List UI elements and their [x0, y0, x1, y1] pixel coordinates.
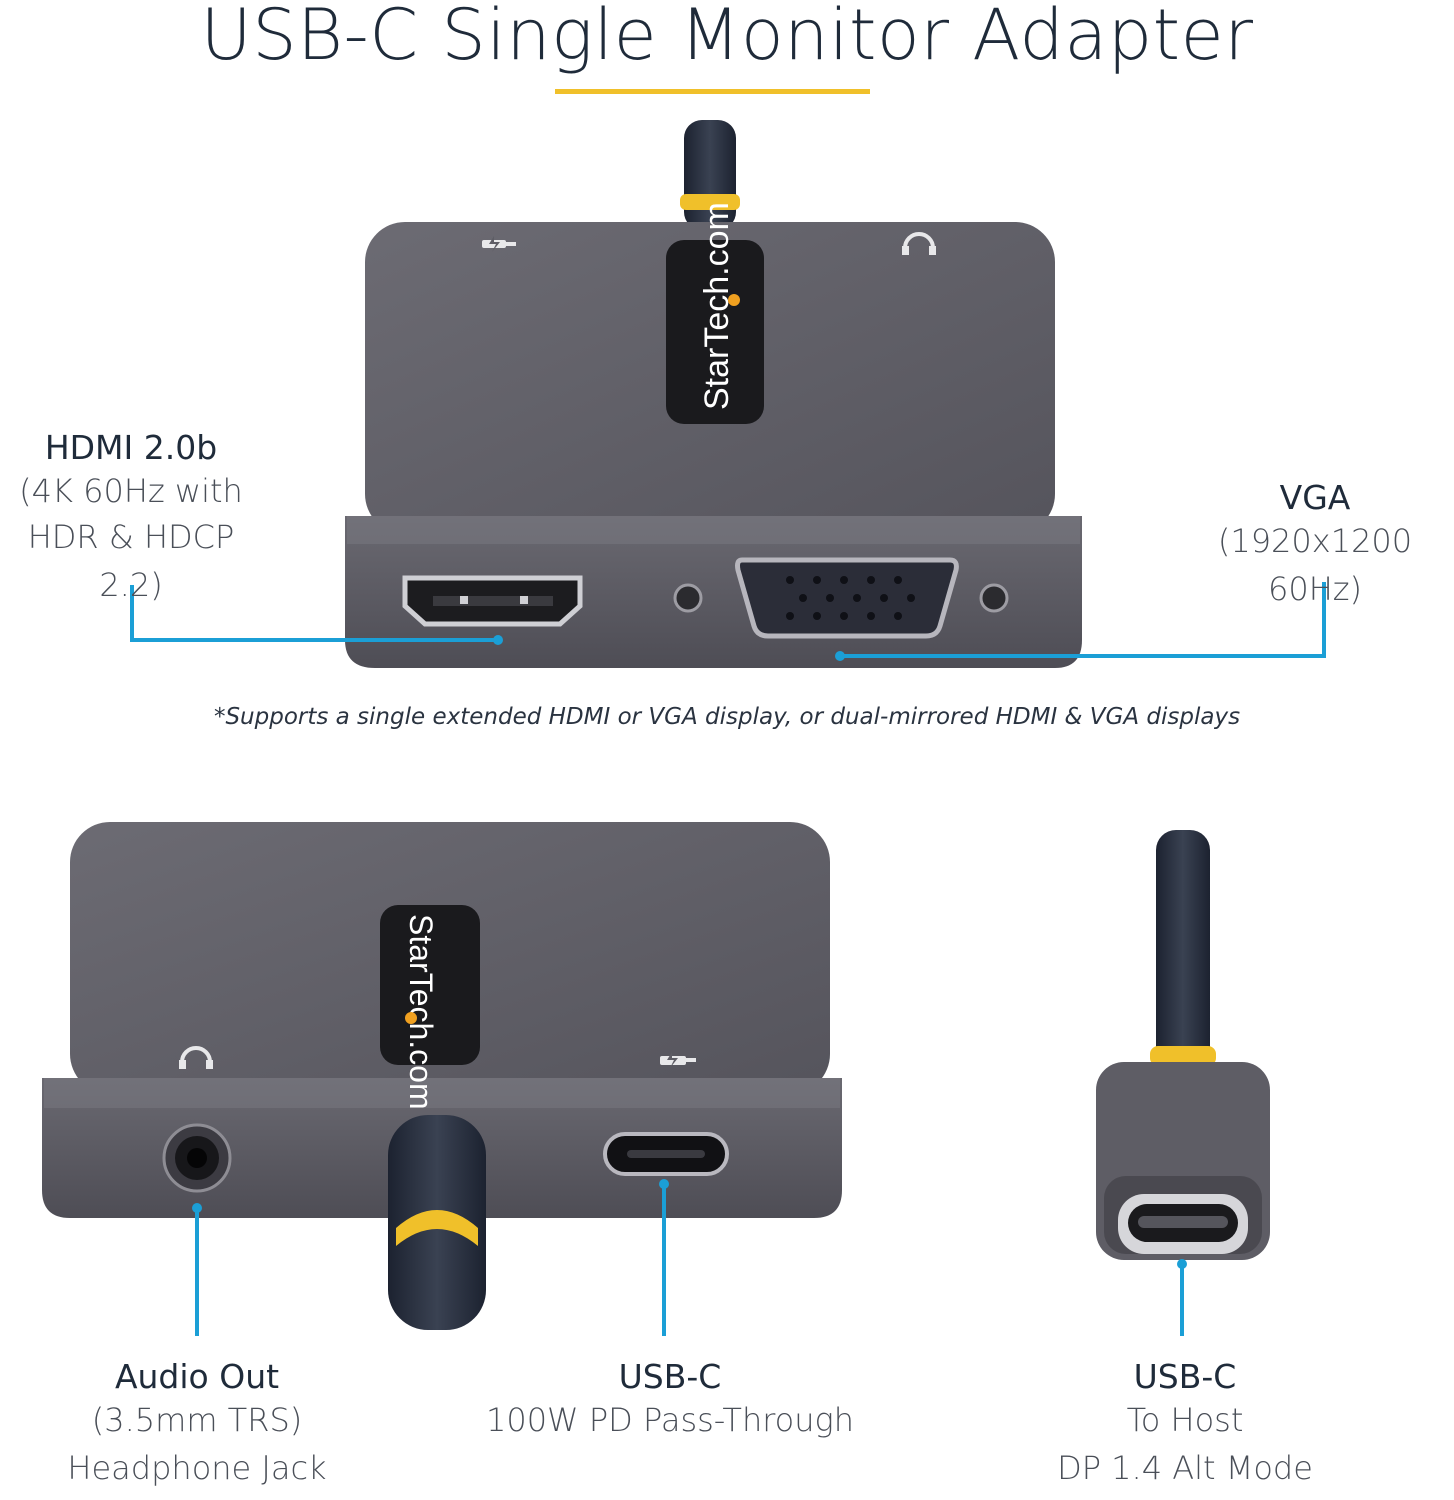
audio-label-title: Audio Out [114, 1357, 280, 1396]
hdmi-label: HDMI 2.0b (4K 60Hz with HDR & HDCP 2.2) [0, 428, 262, 609]
vga-callout-line [840, 582, 1326, 658]
support-note: *Supports a single extended HDMI or VGA … [213, 704, 1241, 730]
usbc-host-label-title: USB-C [1133, 1357, 1237, 1396]
hdmi-label-line-1: (4K 60Hz with [19, 472, 243, 510]
usbc-host-label-line-1: To Host [1126, 1401, 1244, 1439]
audio-label: Audio Out (3.5mm TRS) Headphone Jack [40, 1357, 354, 1492]
usbc-pd-port [603, 1132, 729, 1176]
hdmi-callout-line [130, 585, 498, 642]
usbc-host-label: USB-C To Host DP 1.4 Alt Mode [1030, 1357, 1340, 1492]
bottom-logo-text: StarTech.com [403, 914, 439, 1110]
audio-jack-port [162, 1123, 232, 1193]
top-logo-text: StarTech.com [698, 202, 736, 410]
top-adapter: StarTech.com [345, 120, 1082, 668]
audio-label-line-1: (3.5mm TRS) [91, 1401, 303, 1439]
vga-label-line-1: (1920x1200 60Hz) [1217, 522, 1413, 608]
top-cable-ring [680, 194, 740, 210]
vga-label: VGA (1920x1200 60Hz) [1176, 478, 1454, 613]
host-cable [1156, 830, 1210, 1070]
audio-label-line-2: Headphone Jack [67, 1449, 327, 1487]
screw-left [673, 583, 703, 613]
usbc-host-label-line-2: DP 1.4 Alt Mode [1057, 1449, 1313, 1487]
usbc-pd-label-line-1: 100W PD Pass-Through [485, 1401, 855, 1439]
headphone-icon [179, 1046, 213, 1069]
hdmi-label-line-2: HDR & HDCP 2.2) [27, 518, 235, 604]
top-logo-badge [666, 240, 764, 424]
vga-label-title: VGA [1279, 478, 1351, 517]
usbc-pd-label: USB-C 100W PD Pass-Through [470, 1357, 870, 1444]
vga-port [735, 557, 959, 639]
hdmi-label-title: HDMI 2.0b [44, 428, 218, 467]
screw-right [979, 583, 1009, 613]
usbc-pd-label-title: USB-C [618, 1357, 722, 1396]
power-plug-icon [660, 1052, 696, 1068]
usbc-host-connector [1096, 830, 1270, 1260]
power-plug-icon [482, 236, 516, 252]
bottom-logo-badge [380, 905, 480, 1065]
page-title: USB-C Single Monitor Adapter [200, 0, 1254, 76]
headphone-icon [902, 232, 936, 255]
bottom-adapter: StarTech.com [42, 822, 842, 1330]
title-underline [555, 89, 870, 94]
hdmi-port [402, 575, 583, 627]
